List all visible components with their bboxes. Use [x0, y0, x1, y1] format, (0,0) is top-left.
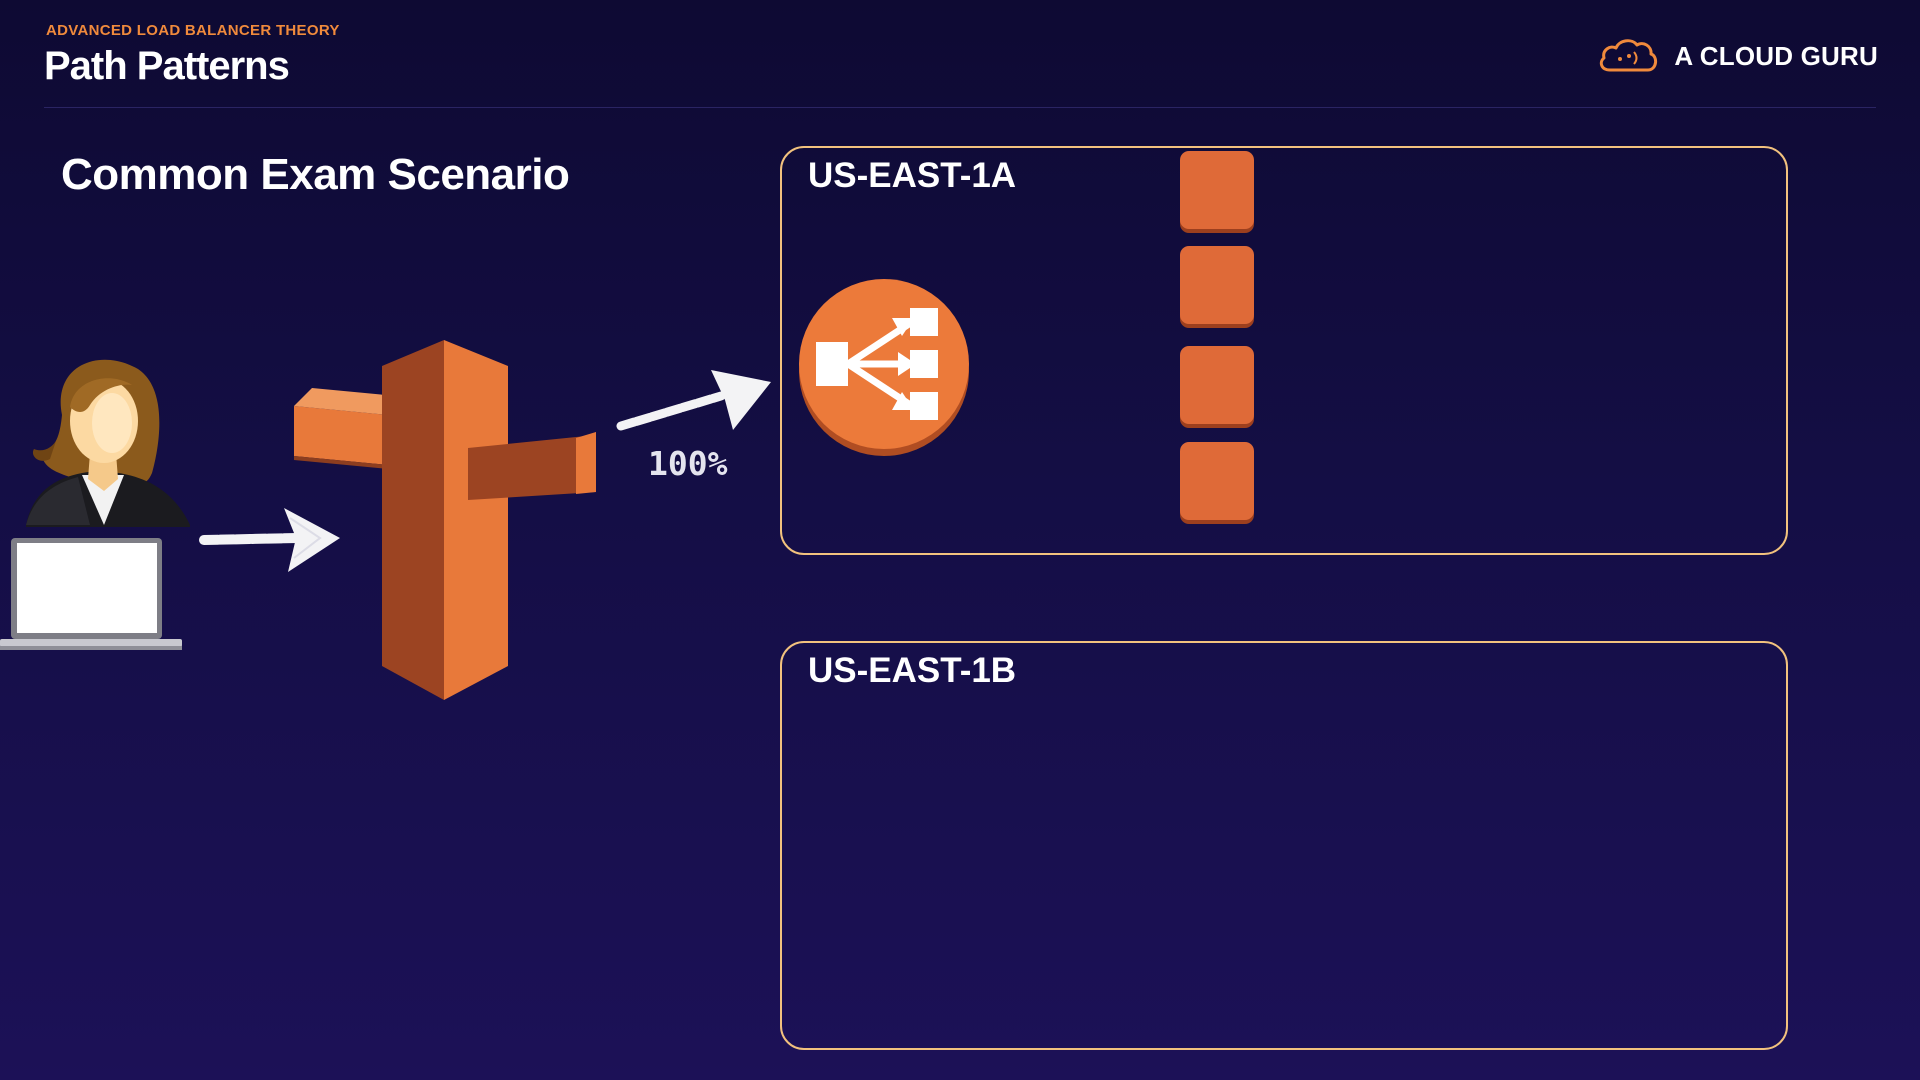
- arrow-user-to-dns-icon: [199, 508, 340, 572]
- availability-zone-b: US-EAST-1B: [780, 641, 1788, 1050]
- route53-signpost-icon: [294, 340, 596, 700]
- slide-eyebrow: ADVANCED LOAD BALANCER THEORY: [46, 22, 340, 39]
- slide-title: Path Patterns: [44, 44, 290, 88]
- user-with-laptop-icon: [0, 359, 190, 650]
- ec2-instance-icon: [1180, 246, 1254, 324]
- ec2-instance-icon: [1180, 151, 1254, 229]
- brand: A CLOUD GURU: [1596, 36, 1878, 76]
- brand-name: A CLOUD GURU: [1674, 40, 1878, 71]
- header-divider: [44, 107, 1876, 108]
- arrow-dns-to-load-balancer-icon: [616, 370, 771, 431]
- ec2-instance-icon: [1180, 346, 1254, 424]
- availability-zone-a: US-EAST-1A: [780, 146, 1788, 555]
- ec2-instance-icon: [1180, 442, 1254, 520]
- cloud-logo-icon: [1600, 39, 1658, 72]
- availability-zone-b-label: US-EAST-1B: [808, 651, 1017, 690]
- availability-zone-a-label: US-EAST-1A: [808, 156, 1017, 195]
- elastic-load-balancer-icon: [799, 279, 969, 456]
- scenario-title: Common Exam Scenario: [61, 150, 570, 199]
- traffic-percentage-label: 100%: [648, 444, 728, 483]
